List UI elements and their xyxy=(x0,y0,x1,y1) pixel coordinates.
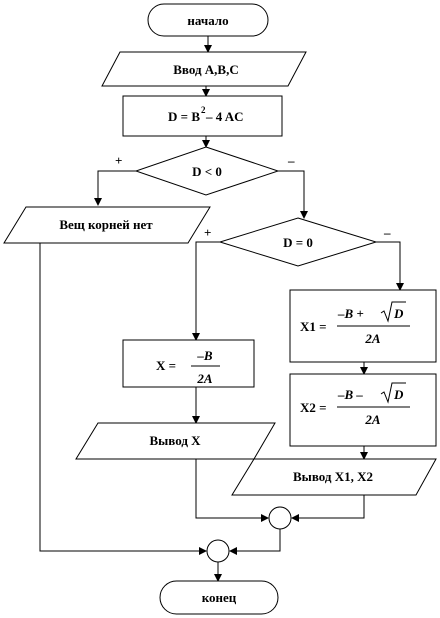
sqrt-sign-icon xyxy=(380,301,406,323)
connector-arrow xyxy=(229,529,281,555)
x1-denominator: 2A xyxy=(364,331,381,346)
discriminant-exponent: 2 xyxy=(201,105,206,115)
minus-label: – xyxy=(287,153,295,168)
merge-connector xyxy=(268,506,292,530)
discriminant-process: D = B 2 – 4 AC xyxy=(122,95,283,137)
x2-numerator: –B – xyxy=(337,387,363,402)
connector-arrow xyxy=(195,459,269,522)
connector-arrow xyxy=(278,170,308,219)
output-x-label: Вывод X xyxy=(149,433,201,448)
start-terminator: начало xyxy=(147,3,269,37)
plus-label: + xyxy=(204,225,211,240)
no-roots-output: Вещ корней нет xyxy=(3,206,211,244)
output-x: Вывод X xyxy=(75,422,276,460)
connector-arrow xyxy=(291,495,365,522)
input-label: Ввод A,B,C xyxy=(173,62,239,77)
no-roots-label: Вещ корней нет xyxy=(59,217,153,232)
x-single-process: X = –B 2A xyxy=(122,339,255,388)
x1-lhs: X1 = xyxy=(300,319,327,334)
connector-arrow xyxy=(94,170,136,206)
connector-arrow xyxy=(376,241,404,291)
output-x1-x2-label: Вывод X1, X2 xyxy=(293,469,373,484)
decision-d-negative: D < 0 xyxy=(134,146,280,196)
sqrt-sign-icon xyxy=(380,382,406,404)
plus-label: + xyxy=(115,153,122,168)
x1-numerator: –B + xyxy=(337,306,364,321)
x2-root: D xyxy=(393,387,404,402)
merge-connector xyxy=(206,539,230,563)
output-x1-x2: Вывод X1, X2 xyxy=(231,458,437,496)
start-label: начало xyxy=(187,13,228,28)
input-parallelogram: Ввод A,B,C xyxy=(101,51,307,87)
connector-arrow xyxy=(192,241,220,341)
decision-d-zero: D = 0 xyxy=(218,217,378,267)
minus-label: – xyxy=(383,225,391,240)
x1-process: X1 = –B + D 2A xyxy=(289,289,437,363)
end-label: конец xyxy=(202,590,237,605)
x2-lhs: X2 = xyxy=(300,400,327,415)
x2-denominator: 2A xyxy=(364,412,381,427)
decision-d-zero-label: D = 0 xyxy=(283,235,313,250)
end-terminator: конец xyxy=(159,580,279,615)
x-single-lhs: X = xyxy=(156,358,176,373)
x2-process: X2 = –B – D 2A xyxy=(289,373,437,447)
discriminant-rhs: – 4 AC xyxy=(205,109,244,124)
x-single-denominator: 2A xyxy=(196,371,213,386)
x-single-numerator: –B xyxy=(196,348,213,363)
connector-arrow xyxy=(39,243,207,555)
discriminant-lhs: D = B xyxy=(168,109,200,124)
x1-root: D xyxy=(393,306,404,321)
decision-d-negative-label: D < 0 xyxy=(192,164,222,179)
